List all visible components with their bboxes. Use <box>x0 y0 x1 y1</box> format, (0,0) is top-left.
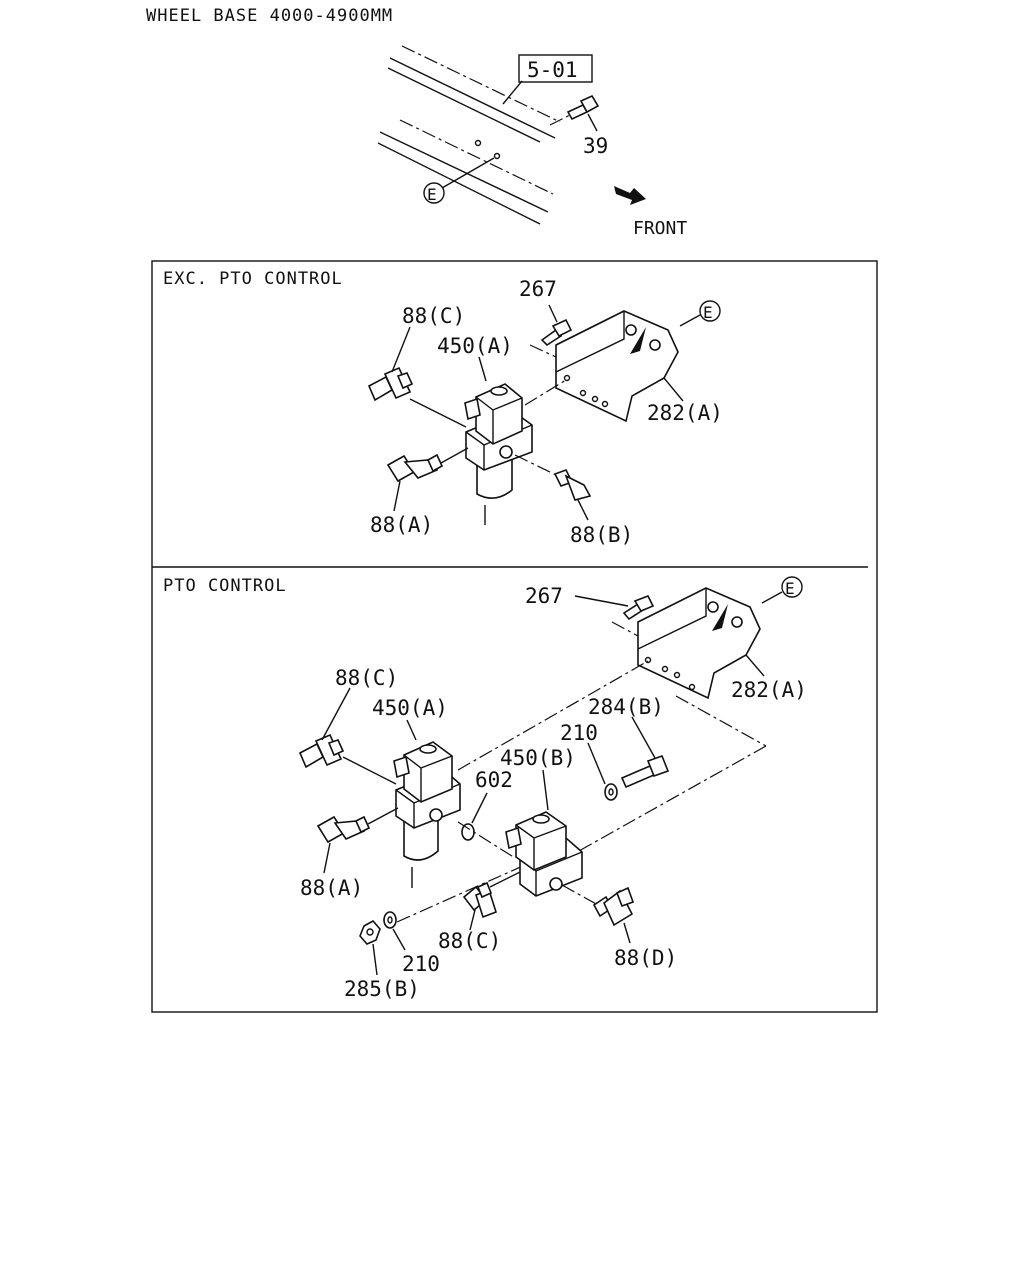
fitting-88a-label: 88(A) <box>300 876 363 900</box>
bracket-282a-label: 282(A) <box>647 401 723 425</box>
e-mark-leader <box>441 157 495 189</box>
nut-285b <box>359 919 381 945</box>
e-mark-label: E <box>785 579 795 598</box>
ref-box <box>518 54 593 83</box>
washer-210-top <box>604 783 618 801</box>
valve-450a-label: 450(A) <box>372 696 448 720</box>
nut-285b-label: 285(B) <box>344 977 420 1001</box>
valve-450b-label: 450(B) <box>500 746 576 770</box>
bolt-267 <box>622 594 655 621</box>
fitting-88a <box>386 453 444 483</box>
fitting-88b <box>514 454 592 501</box>
ref-leader <box>502 80 523 105</box>
front-label: FRONT <box>633 218 687 239</box>
fitting-88c <box>367 366 414 402</box>
valve-450a-label: 450(A) <box>437 334 513 358</box>
washer-210-bottom <box>383 911 397 929</box>
bracket-282a <box>637 587 761 700</box>
fitting-88a-label: 88(A) <box>370 513 433 537</box>
bracket-282a-label: 282(A) <box>731 678 807 702</box>
e-mark-label: E <box>427 185 437 204</box>
fitting-88d <box>561 884 635 927</box>
e-mark-circle <box>423 182 445 204</box>
exc-pto-title: EXC. PTO CONTROL <box>163 269 343 289</box>
fitting-88c-label: 88(C) <box>402 304 465 328</box>
fitting-88c-label: 88(C) <box>335 666 398 690</box>
bolt-39 <box>549 94 600 126</box>
e-mark-label: E <box>703 303 713 322</box>
valve-450b <box>505 811 583 897</box>
valve-450a <box>464 383 533 525</box>
fitting-88d-label: 88(D) <box>614 946 677 970</box>
e-mark-circle <box>699 300 721 322</box>
bolt-284b <box>620 754 670 789</box>
wheel-base-title: WHEEL BASE 4000-4900MM <box>146 6 393 26</box>
o-ring-602 <box>461 823 475 841</box>
o-ring-602-label: 602 <box>475 768 513 792</box>
washer-210-top-label: 210 <box>560 721 598 745</box>
front-arrow-icon <box>614 186 646 205</box>
bolt-267 <box>540 318 573 347</box>
valve-450a <box>393 741 461 888</box>
pto-control-title: PTO CONTROL <box>163 576 287 596</box>
bolt-284b-label: 284(B) <box>588 695 664 719</box>
e-mark-circle <box>781 576 803 598</box>
washer-210-bottom-label: 210 <box>402 952 440 976</box>
bracket-282a <box>555 310 679 423</box>
bolt-267-label: 267 <box>525 584 563 608</box>
fitting-88c-lower-label: 88(C) <box>438 929 501 953</box>
fitting-88c <box>298 733 345 769</box>
frame-rail <box>377 45 561 225</box>
diagram-frame <box>151 260 878 1013</box>
bolt-39-leader <box>587 113 598 132</box>
fitting-88b-label: 88(B) <box>570 523 633 547</box>
bolt-39-label: 39 <box>583 134 608 158</box>
bolt-267-label: 267 <box>519 277 557 301</box>
fitting-88a <box>316 815 371 844</box>
ref-box-label: 5-01 <box>527 58 578 82</box>
fitting-88c <box>462 881 497 919</box>
